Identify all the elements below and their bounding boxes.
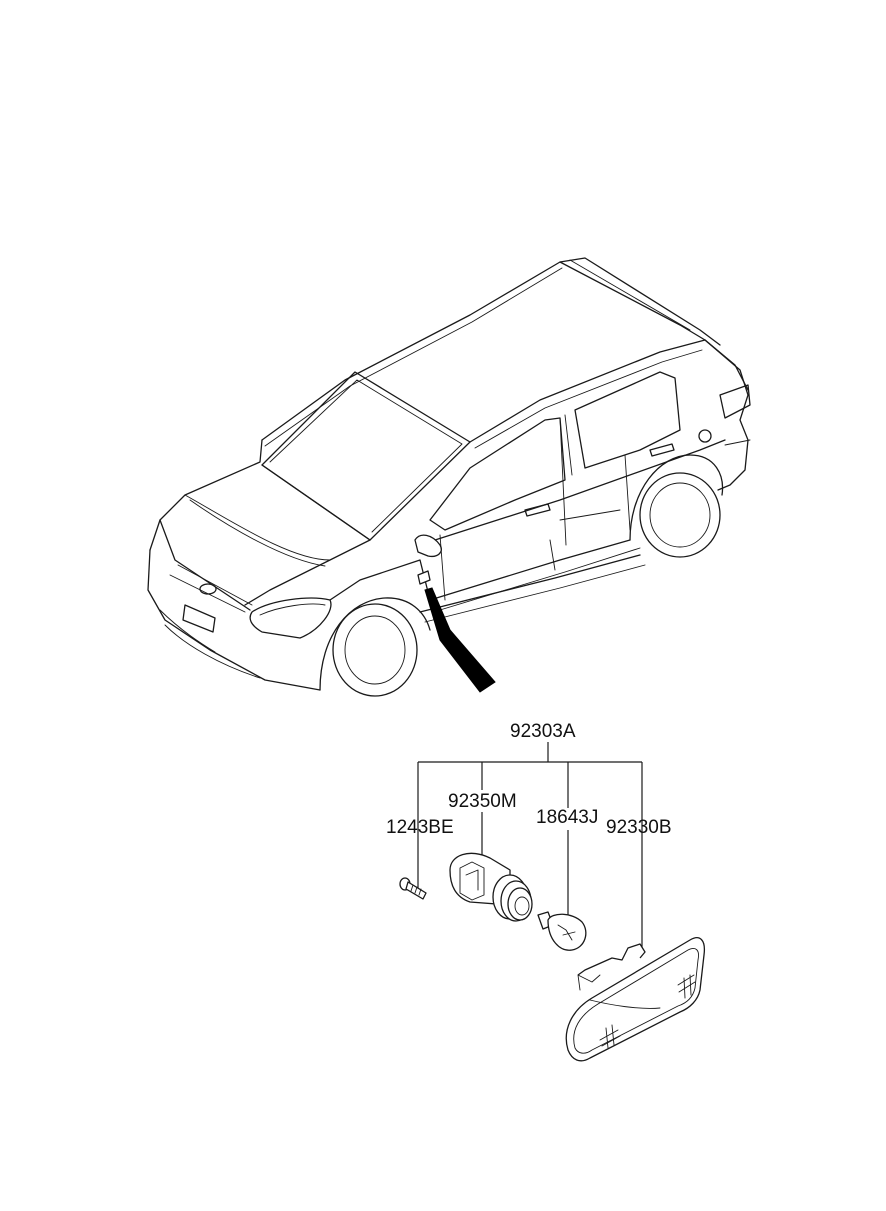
part-label-assembly: 92303A — [510, 721, 576, 742]
part-label-screw: 1243BE — [386, 817, 454, 838]
callout-leaders — [417, 742, 643, 950]
bulb-socket-icon — [449, 852, 533, 922]
part-label-bulb: 18643J — [536, 807, 598, 828]
location-pointer — [424, 587, 496, 693]
part-label-socket: 92350M — [448, 791, 517, 812]
vehicle-illustration — [147, 257, 751, 697]
screw-icon — [399, 877, 427, 900]
wedge-bulb-icon — [537, 911, 587, 951]
part-label-lens-housing: 92330B — [606, 817, 672, 838]
side-marker-lens-icon — [565, 937, 706, 1062]
